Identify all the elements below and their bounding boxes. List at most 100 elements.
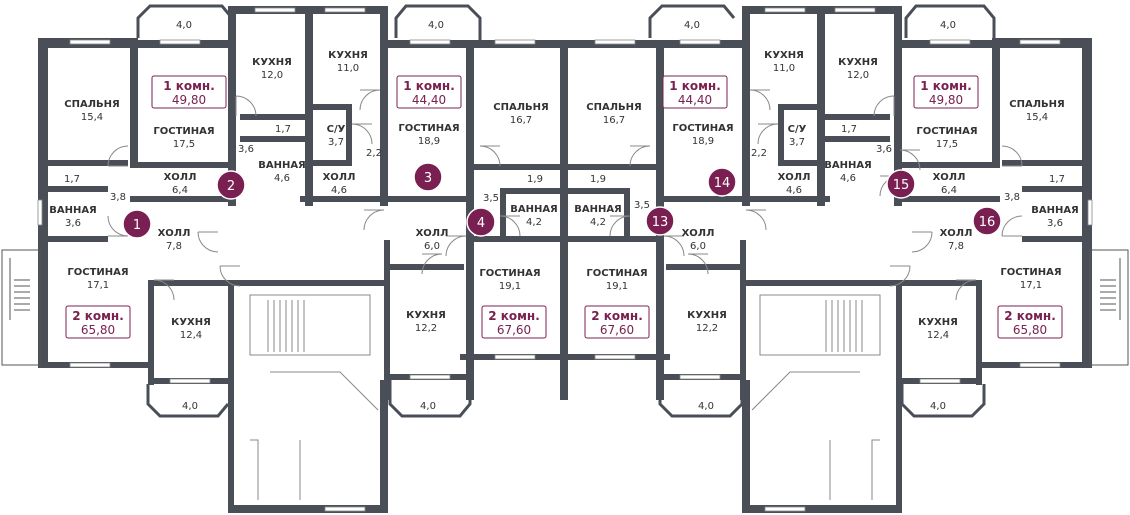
room-area: 12,2: [696, 323, 718, 334]
room-name: ХОЛЛ: [158, 228, 191, 239]
apartment-badge[interactable]: 2 комн.67,60: [481, 305, 547, 339]
apartment-number-marker[interactable]: 1: [122, 209, 152, 239]
badge-area: 65,80: [81, 323, 115, 337]
room-name: ХОЛЛ: [416, 228, 449, 239]
apartment-numbers: 1 2 34 13 14 15 16: [122, 162, 1002, 239]
room-area: 2,2: [366, 148, 382, 159]
badge-box: [481, 305, 547, 339]
room-area: 3,5: [483, 193, 499, 204]
room-area: 1,9: [590, 174, 606, 185]
room-name: ХОЛЛ: [323, 172, 356, 183]
badge-box: [913, 75, 979, 109]
side-stairs: [1, 249, 1129, 366]
balconies: [136, 4, 996, 418]
room-area: 3,6: [876, 144, 892, 155]
room-area: 6,0: [424, 241, 440, 252]
apartment-badge[interactable]: 2 комн.67,60: [584, 305, 650, 339]
room-area: 3,6: [238, 144, 254, 155]
apartment-badges: 1 комн.49,801 комн.44,401 комн.44,401 ко…: [65, 75, 1063, 339]
number-circle: [645, 206, 675, 236]
apartment-number: 13: [652, 215, 669, 230]
room-name: ГОСТИНАЯ: [916, 126, 977, 137]
apartment-badge[interactable]: 1 комн.49,80: [151, 75, 227, 109]
room-area: 11,0: [337, 63, 359, 74]
room-area: 12,0: [847, 70, 869, 81]
apartment-number-marker[interactable]: 15: [886, 169, 916, 199]
apartment-badge[interactable]: 1 комн.44,40: [396, 75, 462, 109]
badge-rooms: 2 комн.: [1004, 309, 1056, 323]
room-area: 4,0: [428, 20, 444, 31]
apartment-number-marker[interactable]: 16: [972, 206, 1002, 236]
room-a14-wc: С/У3,7: [788, 124, 807, 148]
room-bal-3: 4,0: [684, 20, 700, 31]
room-name: ГОСТИНАЯ: [586, 268, 647, 279]
number-circle: [466, 207, 496, 237]
badge-rooms: 1 комн.: [403, 79, 455, 93]
room-area: 4,0: [698, 401, 714, 412]
room-a14-v22: 2,2: [751, 148, 767, 159]
badge-rooms: 2 комн.: [72, 309, 124, 323]
apartment-number-marker[interactable]: 2: [216, 170, 246, 200]
apartment-number: 2: [227, 179, 235, 194]
room-name: СПАЛЬНЯ: [586, 102, 641, 113]
room-area: 12,4: [180, 330, 202, 341]
room-name: СПАЛЬНЯ: [64, 99, 119, 110]
room-area: 6,4: [941, 185, 957, 196]
apartment-number: 14: [714, 176, 731, 191]
room-a15-kitchen: КУХНЯ 12,0: [838, 57, 878, 81]
apartment-badge[interactable]: 2 комн.65,80: [997, 305, 1063, 339]
apartment-badge[interactable]: 1 комн.44,40: [662, 75, 728, 109]
number-circle: [707, 167, 737, 197]
room-a16-v38: 3,8: [1004, 192, 1020, 203]
windows: [37, 7, 1093, 512]
room-a15-small: 1,7: [841, 124, 857, 135]
walls-right: [560, 6, 1092, 513]
room-name: ХОЛЛ: [682, 228, 715, 239]
apartment-number-marker[interactable]: 14: [707, 167, 737, 197]
room-area: 1,9: [527, 174, 543, 185]
room-bal-1: 4,0: [176, 20, 192, 31]
room-area: 15,4: [81, 112, 103, 123]
room-area: 15,4: [1026, 112, 1048, 123]
number-circle: [972, 206, 1002, 236]
room-name: ХОЛЛ: [933, 172, 966, 183]
apartment-badge[interactable]: 2 комн.65,80: [65, 305, 131, 339]
room-name: КУХНЯ: [687, 310, 727, 321]
badge-area: 44,40: [412, 93, 446, 107]
room-a15-hall: ХОЛЛ 6,4: [933, 172, 966, 196]
room-a3-v22: 2,2: [366, 148, 382, 159]
room-name: ГОСТИНАЯ: [479, 268, 540, 279]
badge-rooms: 1 комн.: [920, 79, 972, 93]
room-area: 4,6: [274, 173, 290, 184]
number-circle: [216, 170, 246, 200]
room-a13-v35: 3,5: [634, 200, 650, 211]
room-area: 4,6: [331, 185, 347, 196]
room-a4-hall: ХОЛЛ 6,0: [416, 228, 449, 252]
room-area: 1,7: [841, 124, 857, 135]
apartment-number-marker[interactable]: 3: [413, 162, 443, 192]
room-area: 2,2: [751, 148, 767, 159]
doors: [107, 89, 1023, 301]
apartment-number-marker[interactable]: 4: [466, 207, 496, 237]
room-name: КУХНЯ: [918, 317, 958, 328]
apartment-badge[interactable]: 1 комн.49,80: [913, 75, 979, 109]
badge-area: 65,80: [1013, 323, 1047, 337]
room-area: 18,9: [418, 136, 440, 147]
room-a4-small: 1,9: [527, 174, 543, 185]
apartment-number-marker[interactable]: 13: [645, 206, 675, 236]
badge-rooms: 1 комн.: [163, 79, 215, 93]
room-name: КУХНЯ: [838, 57, 878, 68]
